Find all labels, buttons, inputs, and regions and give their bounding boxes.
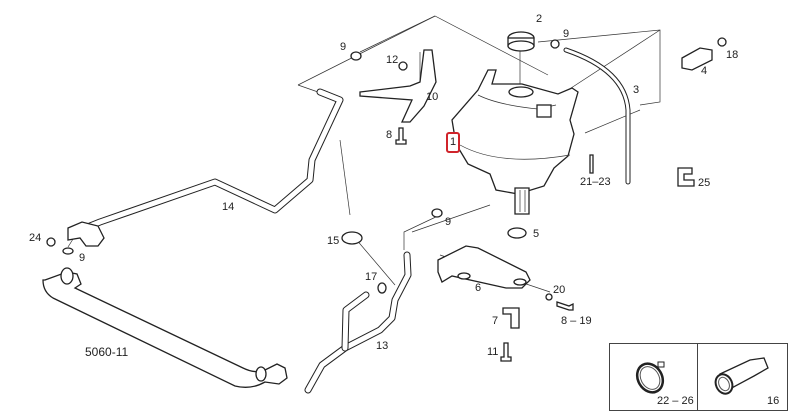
callout-15[interactable]: 15 [327,235,340,247]
callout-21-23[interactable]: 21–23 [580,176,611,188]
clip-24 [46,237,56,247]
callout-17[interactable]: 17 [365,271,378,283]
leader-lines [67,15,661,293]
filler-cap-2[interactable] [507,31,535,52]
bolt-8 [395,127,407,145]
grommet-5 [507,227,527,239]
mounting-bracket-6[interactable] [437,245,531,289]
clip-9c [431,208,443,218]
clip-9a [350,51,362,61]
stud-21-23 [589,154,594,174]
callout-13[interactable]: 13 [376,340,389,352]
callout-5[interactable]: 5 [533,228,540,240]
callout-8[interactable]: 8 [386,129,393,141]
callout-3[interactable]: 3 [633,84,640,96]
callout-11[interactable]: 11 [487,346,499,358]
small-parts [46,37,727,362]
clip-9d [62,247,74,255]
diagram-code: 5060-11 [85,345,129,359]
hose-connector-icon [714,357,769,395]
bolt-8-19 [556,301,574,311]
hose-clamp-icon [635,361,665,394]
support-bracket-7[interactable] [502,307,520,329]
upper-bracket-10[interactable] [359,49,437,123]
callout-8-19[interactable]: 8 – 19 [561,315,592,327]
seal-18 [717,37,727,47]
nut-12 [398,61,408,71]
inset-label-16: 16 [767,395,780,407]
radiator-hose[interactable] [42,267,288,388]
callout-1-selected[interactable]: 1 [446,132,461,153]
callout-14[interactable]: 14 [222,201,235,213]
callout-12[interactable]: 12 [386,54,399,66]
sensor-4 [681,47,713,71]
expansion-tank[interactable] [451,69,579,215]
clip-17 [377,282,387,294]
callout-20[interactable]: 20 [553,284,566,296]
clamp-15 [341,231,363,245]
hose-14[interactable] [67,88,344,247]
callout-9-left[interactable]: 9 [79,252,86,264]
inset-label-22-26: 22 – 26 [657,395,694,407]
vent-pipe-3[interactable] [563,47,631,185]
callout-10[interactable]: 10 [426,91,439,103]
callout-2[interactable]: 2 [536,13,543,25]
callout-18[interactable]: 18 [726,49,739,61]
callout-9-cap[interactable]: 9 [563,28,570,40]
callout-6[interactable]: 6 [475,282,482,294]
callout-9-top[interactable]: 9 [340,41,347,53]
clip-25 [677,167,695,187]
inset-hose-clamp[interactable]: 22 – 26 [609,343,699,411]
callout-24[interactable]: 24 [29,232,42,244]
callout-9-mid[interactable]: 9 [445,216,452,228]
clip-9b [550,39,560,49]
callout-7[interactable]: 7 [492,315,499,327]
washer-20 [545,293,553,301]
callout-25[interactable]: 25 [698,177,711,189]
callout-4[interactable]: 4 [701,65,708,77]
inset-hose-connector[interactable]: 16 [697,343,788,411]
bolt-11 [500,342,512,362]
hose-13[interactable] [304,251,412,394]
